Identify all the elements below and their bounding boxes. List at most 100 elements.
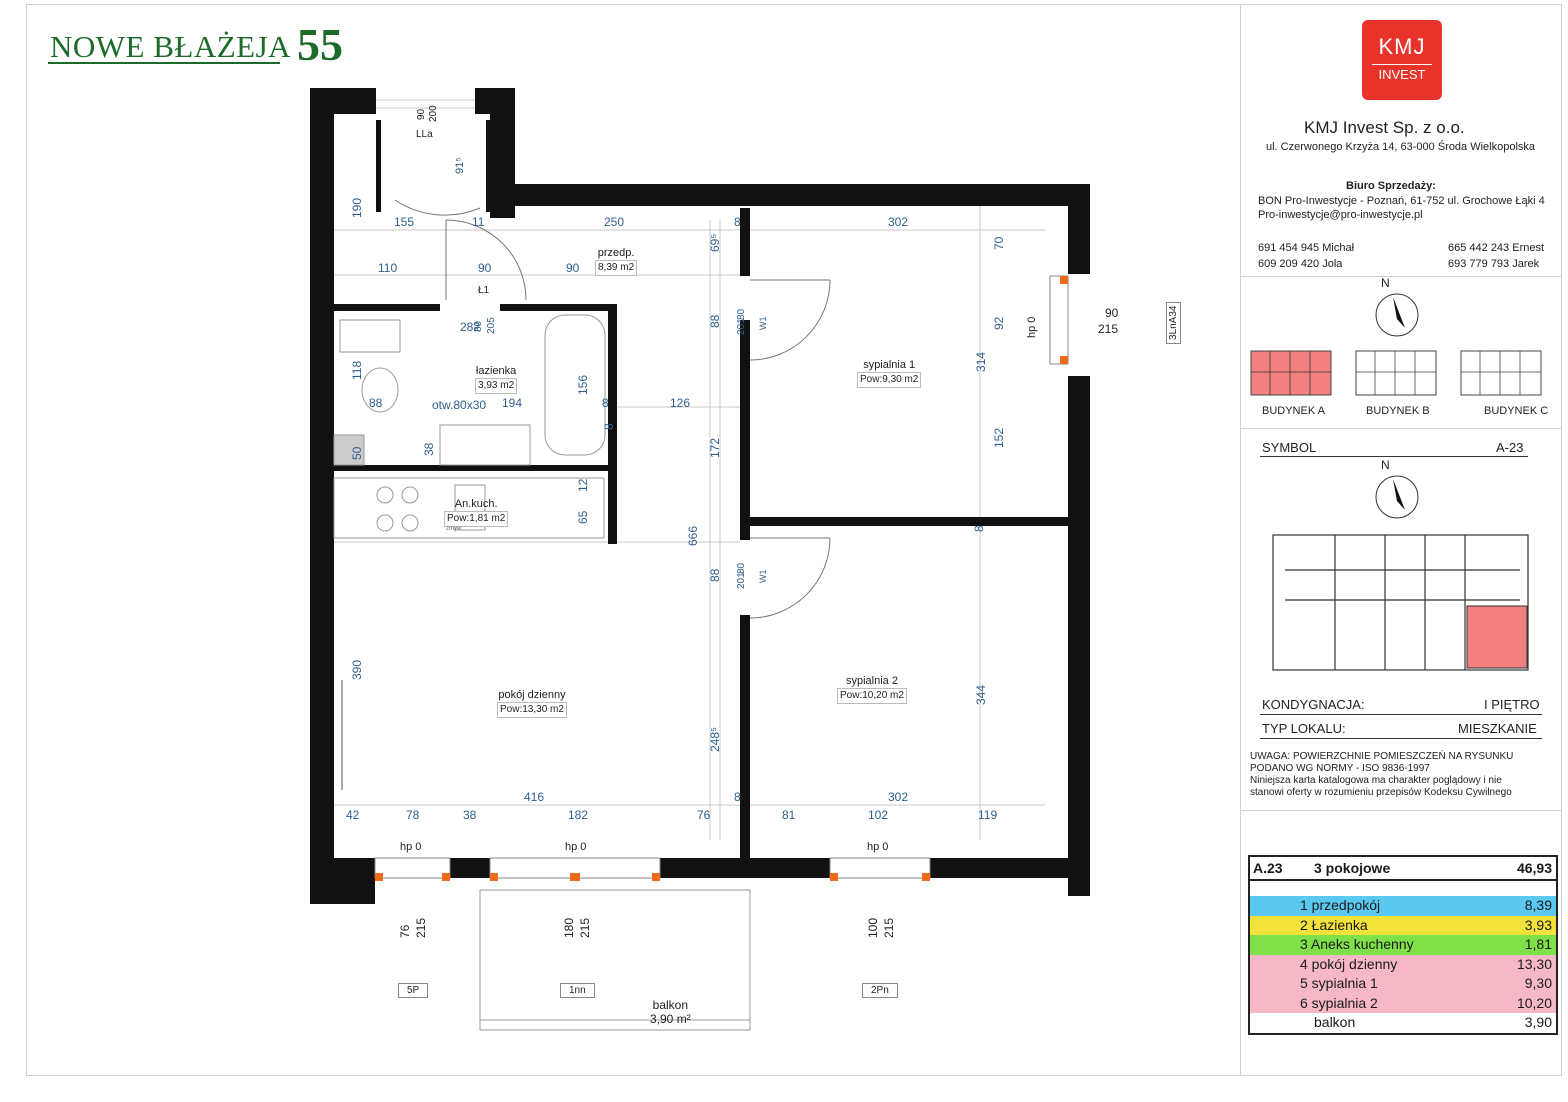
symbol-label: SYMBOL — [1262, 440, 1317, 455]
dim-416: 416 — [524, 790, 545, 804]
summary-row-value: 3,90 — [1524, 1014, 1552, 1030]
dim-201b: 201 — [736, 572, 747, 589]
floor-label: KONDYGNACJA: — [1262, 697, 1365, 712]
dim-88a: 88 — [369, 396, 383, 410]
bottom-dim-76: 76 — [398, 924, 412, 938]
summary-row-value: 3,93 — [1524, 916, 1552, 933]
summary-row: balkon 3,90 — [1250, 1013, 1556, 1033]
room-kitchen: An.kuch. Pow:1,81 m2 — [444, 497, 509, 527]
bottom-dim-215a: 215 — [414, 917, 428, 938]
dim-102: 102 — [868, 808, 889, 822]
label-l1: Ł1 — [478, 285, 490, 296]
dim-205: 205 — [486, 317, 497, 334]
summary-row-label: 6 sypialnia 2 — [1300, 994, 1378, 1011]
sidebar-divider-2 — [1241, 428, 1561, 429]
window-tag-1nn: 1nn — [560, 983, 595, 998]
project-name: NOWE BŁAŻEJA — [50, 29, 292, 64]
summary-id: A.23 — [1253, 860, 1283, 876]
summary-row-label: 5 sypialnia 1 — [1300, 975, 1378, 991]
logo-bottom-text: INVEST — [1372, 64, 1432, 82]
label-lla: LLa — [416, 129, 433, 140]
summary-row-label: 3 Aneks kuchenny — [1300, 936, 1414, 952]
dim-248-5: 248⁵ — [708, 727, 722, 752]
bottom-dim-180: 180 — [562, 917, 576, 938]
unit-type-label: TYP LOKALU: — [1262, 721, 1346, 736]
summary-row-value: 8,39 — [1524, 897, 1552, 913]
dim-8v2: 8 — [602, 423, 616, 430]
dim-42: 42 — [346, 808, 360, 822]
dim-69-5: 69⁵ — [708, 233, 722, 252]
dim-215-right: 215 — [1098, 322, 1119, 336]
dim-81: 81 — [782, 808, 796, 822]
summary-row-label: balkon — [1314, 1014, 1356, 1030]
brand-underline — [48, 62, 280, 64]
summary-header: A.23 3 pokojowe 46,93 — [1250, 857, 1556, 881]
window-tag-5p: 5P — [398, 983, 429, 998]
unit-type-value: MIESZKANIE — [1458, 721, 1537, 736]
room-balcony-name: balkon — [652, 998, 689, 1012]
room-living-name: pokój dzienny — [498, 689, 566, 701]
kmj-logo: KMJ INVEST — [1362, 20, 1442, 100]
dim-88b: 88 — [708, 314, 722, 328]
building-c-label: BUDYNEK C — [1484, 405, 1549, 417]
label-hp0-b: hp 0 — [565, 841, 587, 853]
room-bath-area: 3,93 m2 — [475, 378, 518, 394]
dim-172: 172 — [708, 437, 722, 458]
phone-jarek: 693 779 793 Jarek — [1448, 258, 1540, 270]
room-hall-area: 8,39 m2 — [595, 260, 638, 276]
floor-value: I PIĘTRO — [1484, 697, 1540, 712]
window-tag-2pn: 2Pn — [862, 983, 898, 998]
sales-address: BON Pro-Inwestycje - Poznań, 61-752 ul. … — [1258, 195, 1545, 207]
dim-118: 118 — [350, 360, 364, 380]
dim-314: 314 — [974, 351, 988, 372]
logo-top-text: KMJ — [1378, 34, 1426, 59]
building-c-thumbnail — [1460, 350, 1542, 396]
note-line-1: UWAGA: POWIERZCHNIE POMIESZCZEŃ NA RYSUN… — [1250, 751, 1514, 762]
label-otw: otw.80x30 — [432, 398, 487, 412]
floor-plan-drawing — [310, 88, 1090, 1031]
note-line-4: stanowi oferty w rozumieniu przepisów Ko… — [1250, 787, 1512, 798]
summary-row-label: 4 pokój dzienny — [1300, 955, 1398, 972]
summary-spacer — [1250, 881, 1556, 896]
dim-8a: 8 — [734, 215, 741, 229]
room-bed2: sypialnia 2 Pow:10,20 m2 — [837, 674, 907, 704]
dim-90-top: 90 — [416, 108, 427, 120]
label-w1-a: W1 — [758, 316, 768, 331]
note-line-3: Niniejsza karta katalogowa ma charakter … — [1250, 775, 1502, 786]
company-name: KMJ Invest Sp. z o.o. — [1304, 118, 1465, 137]
bottom-dim-215b: 215 — [578, 917, 592, 938]
room-balcony: balkon 3,90 m² — [650, 998, 691, 1026]
dim-38b: 38 — [422, 442, 436, 456]
summary-rooms: 3 pokojowe — [1314, 860, 1391, 876]
label-w1-b: W1 — [758, 569, 768, 584]
room-bed2-area: Pow:10,20 m2 — [837, 688, 907, 704]
dim-201a: 201 — [736, 318, 747, 335]
dim-190: 190 — [350, 197, 364, 218]
room-living-area: Pow:13,30 m2 — [497, 702, 567, 718]
label-hp0-right: hp 0 — [1026, 316, 1038, 338]
dim-88c: 88 — [708, 568, 722, 582]
dim-152: 152 — [992, 427, 1006, 448]
compass-n-label-2: N — [1381, 458, 1390, 472]
dim-8v: 8 — [972, 525, 986, 532]
note-line-2: PODANO WG NORMY - ISO 9836-1997 — [1250, 763, 1430, 774]
dim-302a: 302 — [888, 215, 909, 229]
compass-icon-2 — [1375, 475, 1419, 519]
label-hp0-a: hp 0 — [400, 841, 422, 853]
dim-80-l1: 80 — [473, 320, 484, 332]
room-hall-name: przedp. — [597, 247, 635, 259]
dim-182: 182 — [568, 808, 589, 822]
summary-row-value: 10,20 — [1516, 994, 1552, 1011]
phone-ernest: 665 442 243 Ernest — [1448, 242, 1545, 254]
room-bed1: sypialnia 1 Pow:9,30 m2 — [857, 358, 922, 388]
project-number: 55 — [297, 19, 344, 70]
info-sidebar — [1240, 4, 1562, 1076]
bottom-dim-100: 100 — [866, 917, 880, 938]
floor-plan: przedp. 8,39 m2 łazienka 3,93 m2 An.kuch… — [300, 80, 1230, 1040]
